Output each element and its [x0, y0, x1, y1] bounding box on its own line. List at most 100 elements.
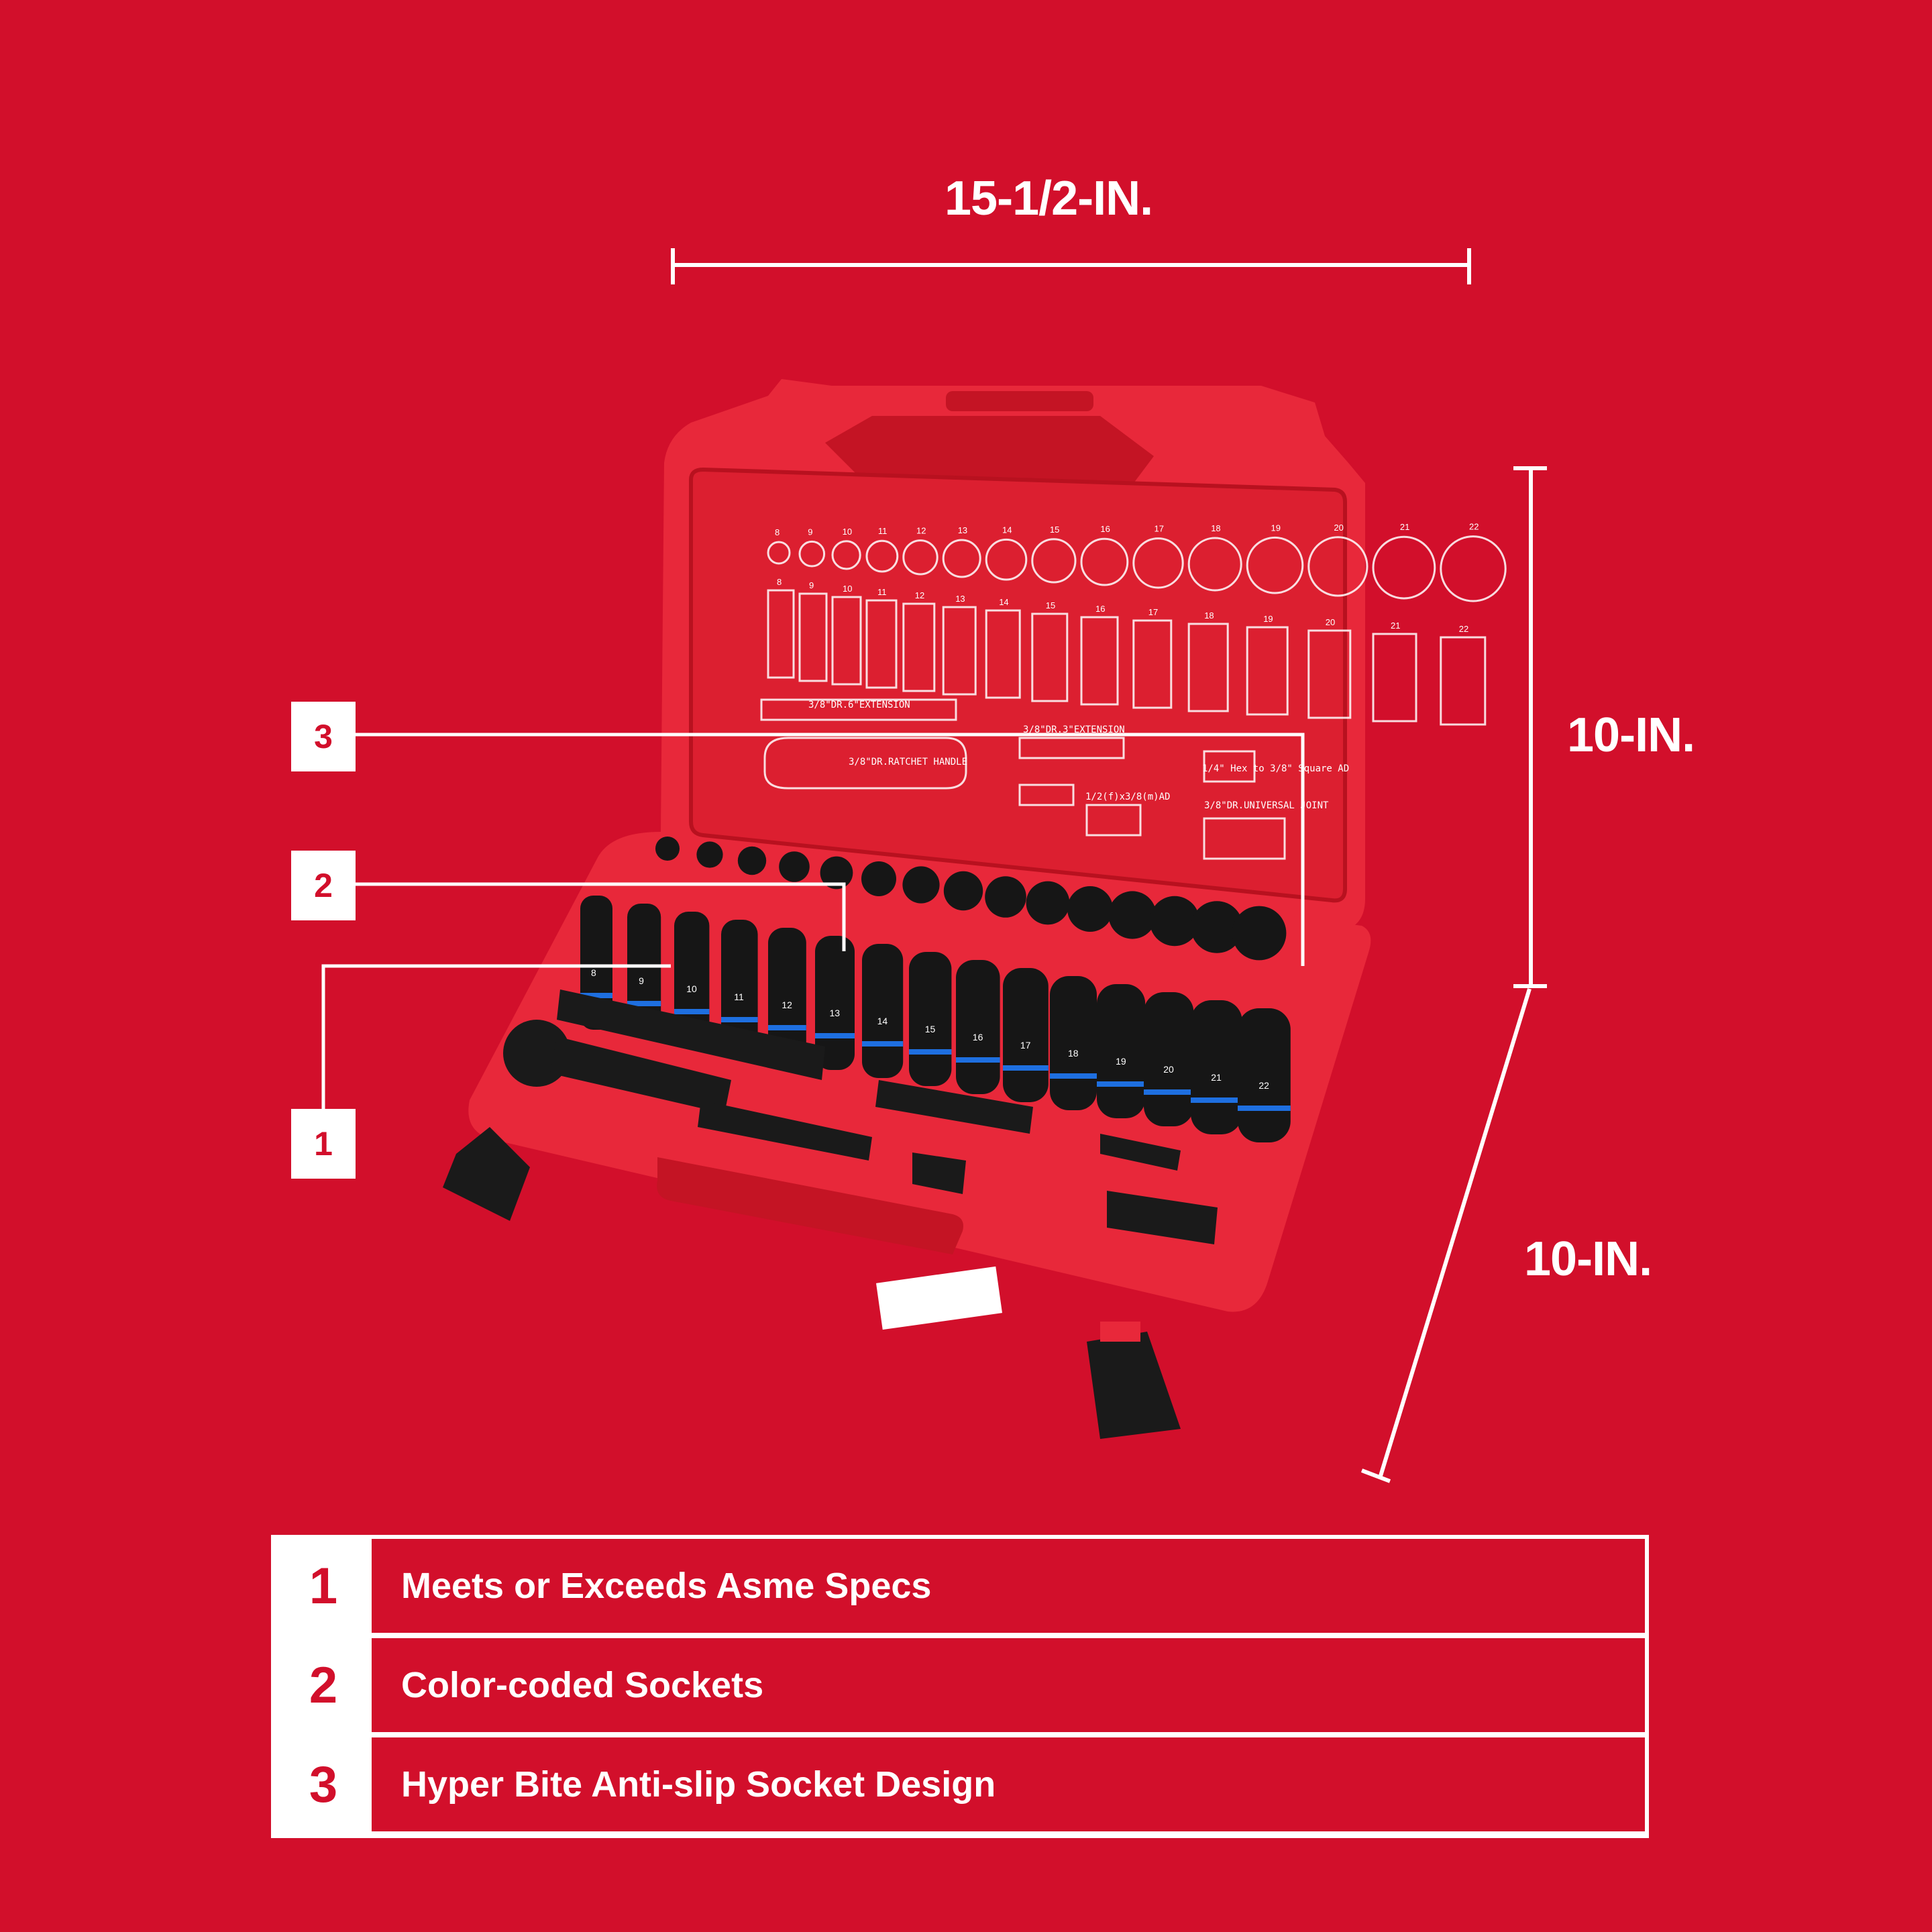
feature-row: 1 Meets or Exceeds Asme Specs: [275, 1539, 1645, 1633]
extension-short: [698, 1100, 872, 1161]
lid-circle-outline: [1372, 535, 1436, 600]
lid-size-label: 12: [916, 526, 926, 536]
lid-circle-outline: [942, 539, 981, 578]
callout-2: 2: [291, 851, 356, 920]
short-socket: [779, 851, 810, 882]
lid-slot-label: 16: [1095, 604, 1105, 614]
deep-socket: 15: [909, 952, 952, 1086]
deep-socket-size: 19: [1116, 1056, 1126, 1067]
deep-socket: 20: [1144, 992, 1194, 1126]
deep-socket: 21: [1191, 1000, 1242, 1134]
lid-size-label: 8: [775, 527, 780, 537]
case-base-bottom-handle: [657, 1157, 963, 1254]
lid-size-label: 20: [1334, 523, 1343, 533]
lid-circle-outline: [985, 538, 1028, 581]
lid-circle-outline: [1080, 537, 1129, 586]
callout-3: 3: [291, 702, 356, 771]
lid-size-label: 14: [1002, 525, 1012, 535]
deep-socket-size: 22: [1258, 1080, 1269, 1091]
lid-slot-label: 13: [955, 594, 965, 604]
lid-slot-outline: [1080, 616, 1119, 706]
svg-text:3/8"DR.6"EXTENSION: 3/8"DR.6"EXTENSION: [808, 700, 910, 710]
lid-slot-label: 15: [1046, 600, 1055, 610]
lid-slot-label: 22: [1459, 624, 1468, 634]
width-label: 15-1/2-IN.: [945, 172, 1153, 225]
svg-text:3/8"DR.3"EXTENSION: 3/8"DR.3"EXTENSION: [1023, 724, 1125, 735]
deep-socket-size: 20: [1163, 1064, 1174, 1075]
lid-slot-label: 17: [1148, 607, 1158, 617]
feature-text: Meets or Exceeds Asme Specs: [372, 1539, 1645, 1633]
lid-slot-outline: [942, 606, 977, 696]
lid-size-label: 21: [1400, 522, 1409, 532]
svg-text:3/8"DR.RATCHET HANDLE: 3/8"DR.RATCHET HANDLE: [849, 757, 967, 767]
short-socket: [985, 876, 1026, 918]
deep-socket: 11: [721, 920, 758, 1054]
lid-slot-label: 11: [877, 587, 887, 597]
hex-adapter: [1100, 1134, 1181, 1171]
case-lid-handle: [825, 416, 1154, 483]
lid-slot-label: 14: [999, 597, 1008, 607]
feature-row: 3 Hyper Bite Anti-slip Socket Design: [275, 1737, 1645, 1831]
lid-slot-label: 9: [809, 580, 814, 590]
deep-socket: 10: [674, 912, 710, 1046]
universal-joint: [1107, 1191, 1218, 1244]
lid-size-label: 13: [958, 525, 967, 535]
deep-socket-size: 18: [1068, 1048, 1079, 1059]
lid-slot-outline: [1246, 626, 1289, 716]
deep-socket-size: 12: [782, 1000, 792, 1010]
short-socket: [861, 861, 896, 896]
lid-slot-label: 12: [915, 590, 924, 600]
lid-circle-outline: [798, 540, 826, 568]
extension-3in: [875, 1080, 1033, 1134]
short-socket: [1026, 881, 1070, 925]
lid-engraving-circles: [767, 535, 1507, 602]
lid-circle-outline: [1132, 537, 1184, 589]
lid-engraving-tools: [760, 698, 1286, 860]
feature-number: 3: [309, 1756, 338, 1813]
lid-slot-label: 10: [843, 584, 852, 594]
lid-slot-outline: [1132, 619, 1173, 709]
short-socket: [696, 841, 723, 868]
deep-socket: 18: [1050, 976, 1097, 1110]
right-latch: [1087, 1332, 1181, 1439]
callout-1: 1: [291, 1109, 356, 1179]
lid-size-label: 10: [843, 527, 852, 537]
lid-slot-label: 21: [1391, 621, 1400, 631]
deep-socket-size: 21: [1211, 1072, 1222, 1083]
deep-socket-size: 13: [830, 1008, 841, 1018]
deep-socket-size: 8: [591, 967, 596, 978]
lid-slot-outline: [865, 599, 898, 689]
lid-slot-outline: [1187, 623, 1229, 712]
lid-size-label: 18: [1211, 523, 1220, 533]
height-label: 10-IN.: [1567, 708, 1695, 762]
lid-size-label: 9: [808, 527, 812, 537]
lid-size-label: 19: [1271, 523, 1281, 533]
short-socket: [820, 856, 853, 890]
deep-socket: 17: [1003, 968, 1049, 1102]
deep-socket: 12: [768, 928, 806, 1062]
feature-text: Hyper Bite Anti-slip Socket Design: [372, 1737, 1645, 1831]
deep-socket: 13: [815, 936, 855, 1070]
short-socket: [1108, 891, 1157, 939]
left-latch: [443, 1127, 530, 1221]
svg-text:3/8"DR.UNIVERSAL JOINT: 3/8"DR.UNIVERSAL JOINT: [1204, 800, 1329, 811]
lid-circle-outline: [767, 541, 791, 565]
lid-slot-outline: [1440, 636, 1487, 726]
lid-slot-outline: [902, 602, 936, 692]
lid-circle-outline: [1246, 536, 1304, 594]
feature-table: 1 Meets or Exceeds Asme Specs 2 Color-co…: [271, 1535, 1649, 1838]
lid-size-label: 15: [1050, 525, 1059, 535]
short-socket: [1232, 906, 1287, 961]
short-socket: [1149, 896, 1200, 947]
deep-socket-size: 9: [639, 975, 644, 986]
deep-socket-size: 10: [686, 983, 697, 994]
lid-slot-outline: [831, 596, 862, 686]
extension-long: [557, 989, 825, 1080]
lid-circle-outline: [865, 539, 899, 573]
lid-circle-outline: [831, 540, 861, 570]
lid-circle-outline: [1307, 536, 1368, 597]
lid-slot-label: 18: [1204, 610, 1214, 621]
